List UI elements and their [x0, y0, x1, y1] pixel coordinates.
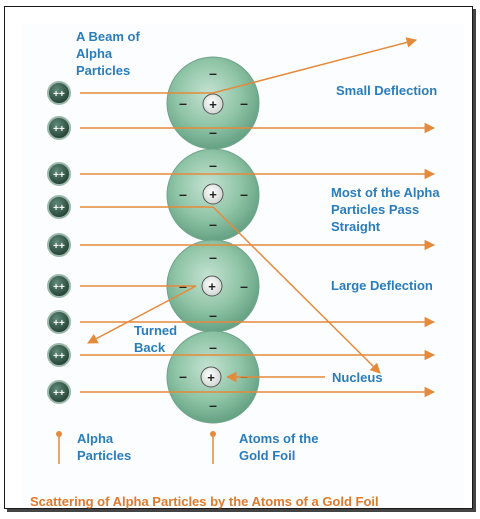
alpha-particle: ++ [47, 233, 71, 257]
alpha-particle: ++ [47, 380, 71, 404]
nucleus [200, 366, 222, 388]
alpha-particle: ++ [47, 274, 71, 298]
svg-text:++: ++ [53, 351, 65, 362]
svg-text:–: – [209, 157, 217, 173]
svg-text:++: ++ [53, 203, 65, 214]
legend-alpha-pin-icon [56, 431, 62, 464]
legend-alpha-label: Alpha Particles [77, 431, 132, 463]
svg-text:–: – [209, 397, 217, 413]
electron-symbol: – [209, 65, 217, 81]
alpha-particle: ++ [47, 343, 71, 367]
gold-foil-atom: – – – – + [166, 56, 260, 150]
legend-atoms-label: Atoms of the Gold Foil [239, 431, 319, 463]
label-small-deflection: Small Deflection [336, 83, 438, 98]
figure-caption: Scattering of Alpha Particles by the Ato… [30, 494, 379, 509]
gold-foil-atom: – – – – + [166, 148, 260, 242]
alpha-particle: ++ [47, 116, 71, 140]
svg-text:–: – [209, 307, 217, 323]
svg-text:–: – [240, 186, 248, 202]
svg-text:+: + [207, 370, 215, 385]
label-turned-back: Turned Back [134, 323, 178, 355]
alpha-particle: ++ [47, 81, 71, 105]
label-beam: A Beam of Alpha Particles [76, 29, 140, 78]
svg-text:++: ++ [53, 124, 65, 135]
svg-text:++: ++ [53, 318, 65, 329]
nucleus [201, 275, 223, 297]
svg-text:–: – [240, 368, 248, 384]
svg-text:–: – [179, 368, 187, 384]
svg-text:–: – [209, 124, 217, 140]
svg-text:–: – [209, 339, 217, 355]
nucleus [202, 93, 224, 115]
label-large-deflection: Large Deflection [331, 278, 433, 293]
svg-text:–: – [179, 95, 187, 111]
svg-text:++: ++ [53, 170, 65, 181]
svg-text:++: ++ [53, 388, 65, 399]
svg-text:–: – [209, 249, 217, 265]
svg-text:–: – [240, 278, 248, 294]
alpha-particle-column: ++ ++ ++ ++ ++ ++ ++ ++ ++ [47, 81, 71, 404]
svg-text:+: + [209, 187, 217, 202]
svg-text:–: – [179, 186, 187, 202]
alpha-particle: ++ [47, 310, 71, 334]
label-most-pass-straight: Most of the Alpha Particles Pass Straigh… [331, 185, 440, 234]
alpha-particle: ++ [47, 162, 71, 186]
svg-text:+: + [209, 97, 217, 112]
svg-text:–: – [240, 95, 248, 111]
svg-text:+: + [208, 279, 216, 294]
label-nucleus: Nucleus [332, 370, 383, 385]
svg-text:–: – [209, 216, 217, 232]
svg-text:++: ++ [53, 89, 65, 100]
svg-text:++: ++ [53, 282, 65, 293]
svg-text:++: ++ [53, 241, 65, 252]
nucleus [202, 183, 224, 205]
legend-atom-pin-icon [210, 431, 216, 464]
alpha-particle: ++ [47, 195, 71, 219]
alpha-trajectories [80, 37, 436, 398]
